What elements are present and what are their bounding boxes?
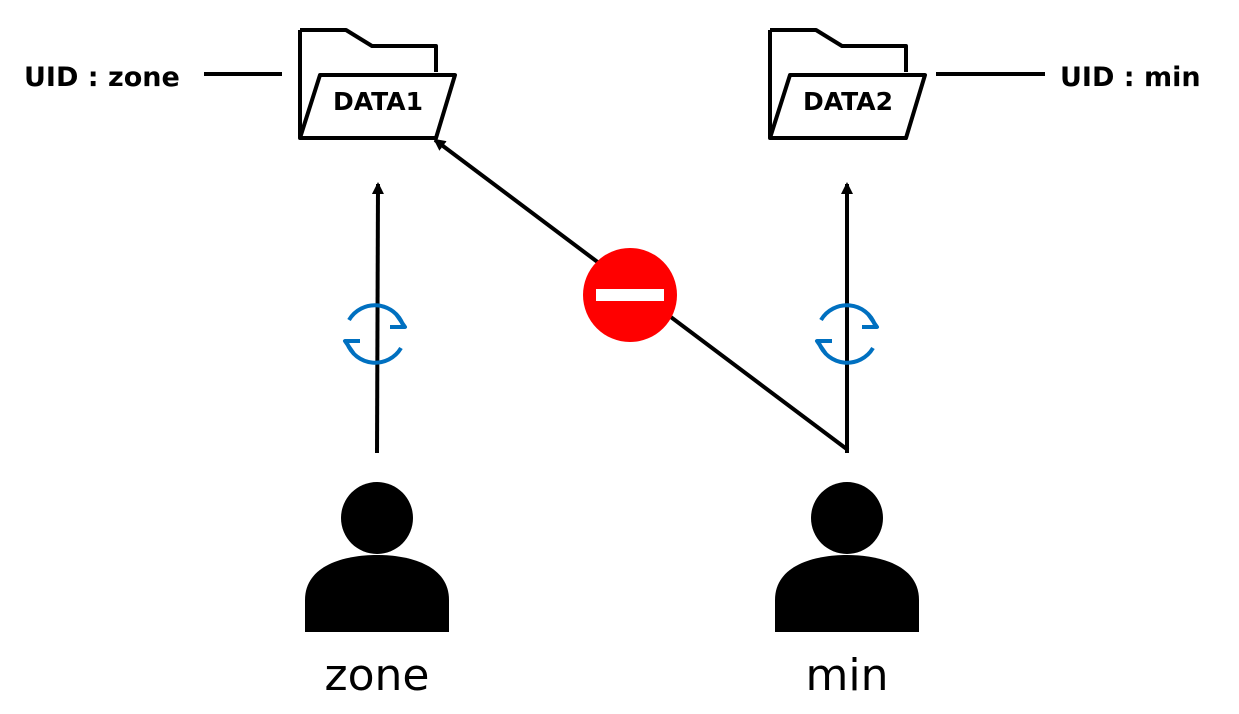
uid-label-zone: UID : zone [24, 62, 180, 93]
person-icon [775, 482, 919, 632]
user-name-min: min [806, 650, 889, 701]
folder-icon [768, 28, 927, 140]
folder-data2[interactable]: DATA2 [768, 28, 927, 140]
sync-icon [815, 303, 879, 365]
no-entry-icon [583, 248, 677, 342]
uid-label-min: UID : min [1060, 62, 1201, 93]
person-icon [305, 482, 449, 632]
folder-label-data2: DATA2 [803, 87, 893, 116]
access-arrow-zone-data1 [371, 182, 384, 454]
folder-icon [298, 28, 457, 140]
sync-icon [343, 303, 407, 365]
folder-label-data1: DATA1 [333, 87, 423, 116]
folder-data1[interactable]: DATA1 [298, 28, 457, 140]
user-name-zone: zone [325, 650, 430, 701]
